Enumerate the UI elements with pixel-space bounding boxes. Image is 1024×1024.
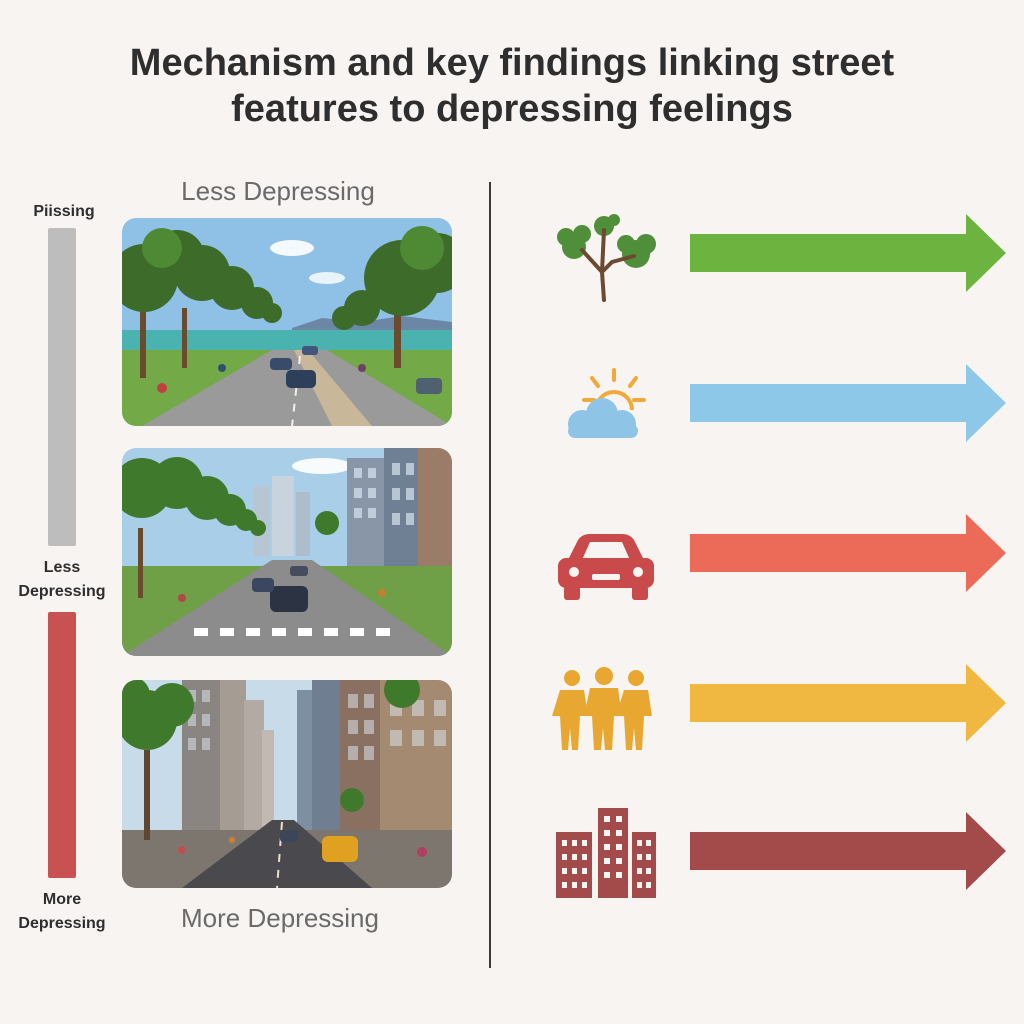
scale-bar-less — [48, 228, 76, 546]
title-line-1: Mechanism and key findings linking stree… — [129, 42, 895, 84]
title-line-2: features to depressing feelings — [231, 88, 793, 130]
car-arrow — [690, 514, 1006, 592]
scene-tree-lined-waterfront — [122, 218, 452, 426]
scale-bar-more — [48, 612, 76, 878]
scale-middle-label: Less Depressing — [14, 556, 110, 604]
panel-heading-less: Less Depressing — [181, 176, 375, 206]
sun-cloud-arrow — [690, 364, 1006, 442]
car-icon — [552, 518, 660, 608]
scale-middle-line-2: Depressing — [18, 583, 106, 600]
scale-bottom-label: More Depressing — [10, 888, 114, 936]
people-icon — [552, 664, 660, 754]
tree-arrow — [690, 214, 1006, 292]
divider-line — [489, 182, 491, 968]
page-title: Mechanism and key findings linking stree… — [40, 40, 984, 132]
tree-icon — [552, 212, 660, 302]
scale-top-label: Piissing — [33, 203, 95, 220]
scale-bottom-line-1: More — [42, 891, 82, 908]
scene-dense-urban-street — [122, 680, 452, 888]
scene-city-avenue — [122, 448, 452, 656]
scale-middle-line-1: Less — [43, 559, 81, 576]
scale-bottom-line-2: Depressing — [18, 915, 106, 932]
buildings-arrow — [690, 812, 1006, 890]
panel-heading-more: More Depressing — [181, 903, 379, 933]
buildings-icon — [552, 808, 660, 898]
people-arrow — [690, 664, 1006, 742]
sun-cloud-icon — [552, 364, 660, 454]
